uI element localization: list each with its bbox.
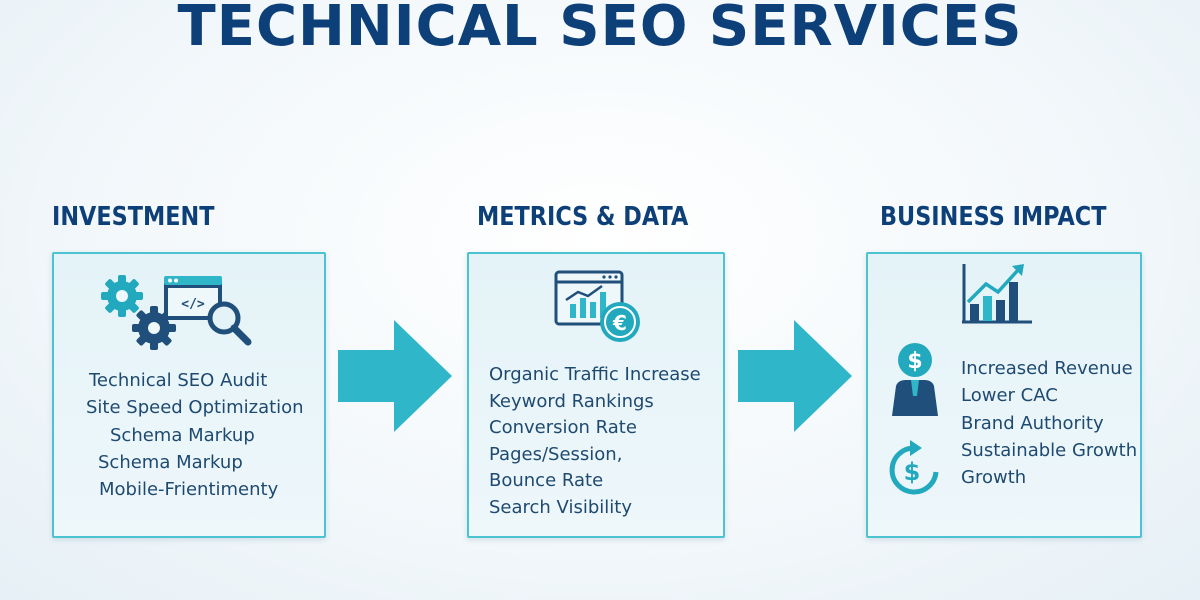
- arrow-right-icon: [338, 320, 452, 432]
- list-item: Bounce Rate: [489, 470, 604, 491]
- impact-heading: BUSINESS IMPACT: [880, 202, 1107, 232]
- list-item: Organic Traffic Increase: [489, 364, 701, 385]
- list-item: Mobile-Frientimenty: [99, 479, 279, 500]
- list-item: Sustainable Growth: [961, 440, 1138, 461]
- analytics-euro-icon: €: [554, 270, 640, 342]
- arrow-right-icon: [738, 320, 852, 432]
- list-item: Keyword Rankings: [489, 391, 654, 412]
- dollar-person-icon: $: [892, 343, 938, 416]
- list-item: Lower CAC: [961, 385, 1058, 406]
- list-item: Brand Authority: [961, 413, 1104, 434]
- list-item: Conversion Rate: [489, 417, 637, 438]
- list-item: Search Visibility: [489, 497, 632, 518]
- investment-heading: INVESTMENT: [52, 202, 215, 232]
- svg-text:$: $: [907, 349, 922, 374]
- growth-chart-icon: [962, 264, 1032, 324]
- page-title: TECHNICAL SEO SERVICES: [177, 0, 1023, 59]
- dollar-cycle-icon: $: [889, 440, 939, 495]
- list-item: Pages/Session,: [489, 444, 623, 465]
- list-item: Schema Markup: [98, 452, 243, 473]
- list-item: Site Speed Optimization: [86, 397, 304, 418]
- list-item: Increased Revenue: [961, 358, 1133, 379]
- svg-text:€: €: [612, 311, 627, 335]
- metrics-heading: METRICS & DATA: [477, 202, 689, 232]
- svg-text:$: $: [904, 458, 921, 486]
- list-item: Schema Markup: [110, 425, 255, 446]
- svg-text:</>: </>: [181, 297, 205, 312]
- list-item: Growth: [961, 467, 1027, 488]
- list-item: Technical SEO Audit: [89, 370, 268, 391]
- gears-code-search-icon: </>: [101, 275, 252, 350]
